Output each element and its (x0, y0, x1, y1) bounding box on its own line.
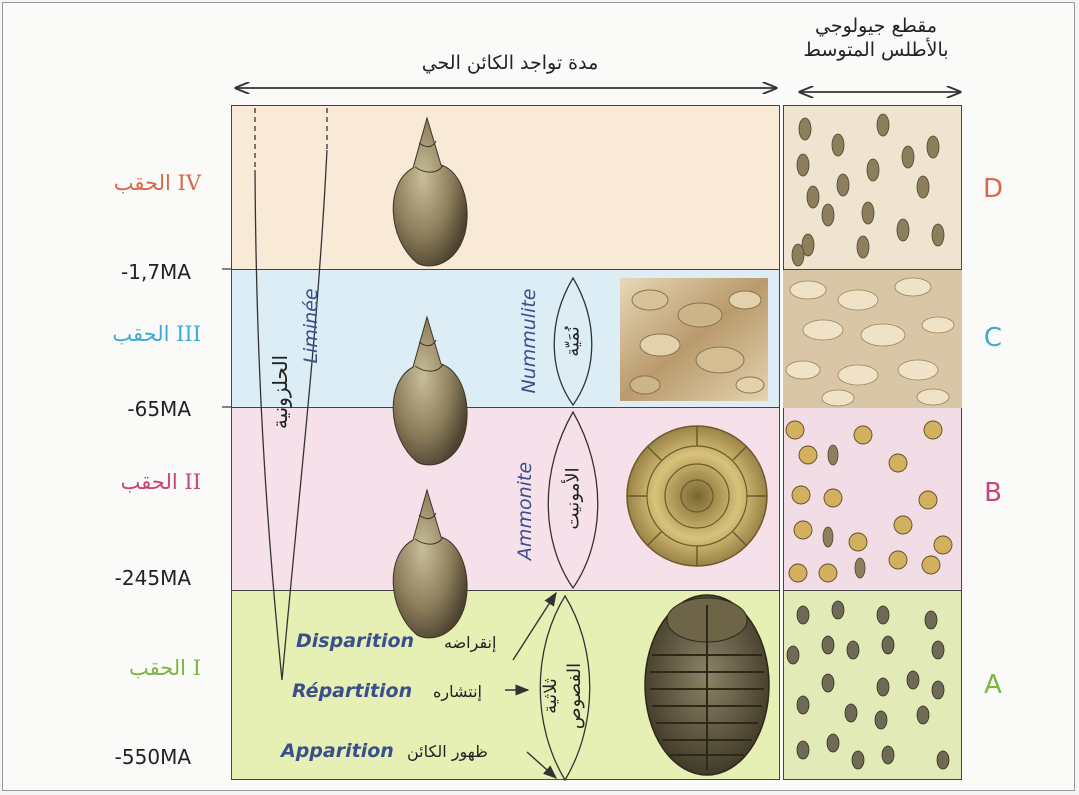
disparition-label: Disparition (296, 630, 414, 652)
nummulite-arabic-label: نُمَيّة (563, 307, 584, 377)
ammonite-arabic-label: الأمونيت (563, 457, 584, 541)
apparition-arabic-label: ظهور الكائن (407, 742, 488, 761)
trilobite-arabic-label: ثلاثية الفصوص (539, 646, 591, 746)
limnee-arabic-label: الحلزونية (268, 322, 292, 462)
limnee-shell-2 (393, 317, 467, 465)
apparition-label: Apparition (281, 740, 394, 762)
repartition-arabic-label: إنتشاره (433, 682, 482, 701)
limnee-label: Liminée (300, 286, 322, 366)
section-fossil-pattern (783, 105, 962, 781)
nummulite-rock-image (620, 278, 768, 401)
section-c-texture (783, 270, 962, 408)
ammonite-label: Ammonite (514, 456, 536, 566)
ammonite-image (627, 426, 767, 566)
limnee-shell-1 (393, 118, 467, 266)
trilobite-image (645, 595, 769, 775)
repartition-label: Répartition (292, 680, 412, 702)
disparition-arabic-label: إنقراضه (444, 633, 496, 652)
apparition-arrow (527, 752, 556, 778)
limnee-shell-3 (393, 490, 467, 638)
nummulite-label: Nummulite (518, 286, 540, 396)
